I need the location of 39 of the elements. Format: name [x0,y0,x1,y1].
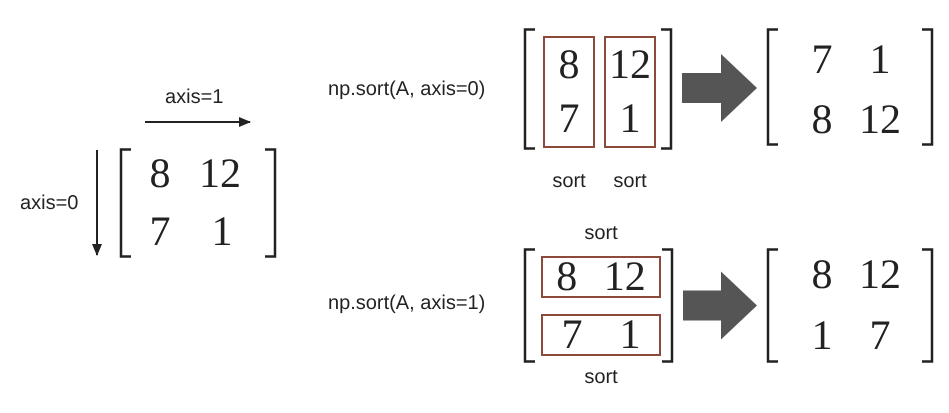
matrix [118,148,278,258]
matrix-entry: 12 [859,254,901,296]
matrix-entry: 8 [812,254,832,296]
sort-box [541,314,661,356]
matrix-entry: 1 [620,314,640,356]
matrix-entry: 12 [859,99,901,141]
matrix-entry: 1 [212,211,232,253]
matrix-entry: 7 [562,314,582,356]
matrix-entry: 1 [620,98,640,140]
matrix-entry: 8 [556,256,578,298]
matrix-entry: 12 [199,153,241,195]
matrix [765,248,935,363]
sort-box [541,256,661,298]
matrix-entry: 8 [558,44,580,86]
sort-label: sort [584,366,618,388]
arrow [682,54,757,122]
sort-label: sort [584,222,618,244]
function-call-text: np.sort(A, axis=0) [328,78,486,100]
sort-box [543,36,595,148]
axis-label: axis=1 [165,86,224,108]
matrix-entry: 12 [604,256,646,298]
sort-label: sort [552,170,586,192]
matrix [765,28,935,146]
matrix-entry: 7 [150,211,170,253]
matrix-entry: 12 [609,44,651,86]
matrix-entry: 8 [812,99,832,141]
arrow [683,272,757,340]
matrix-entry: 7 [558,98,580,140]
matrix [522,28,674,150]
axis-label: axis=0 [20,192,78,214]
matrix-entry: 1 [812,315,832,357]
sort-box [604,36,656,148]
matrix-entry: 1 [870,39,890,81]
matrix-entry: 7 [812,39,832,81]
matrix [522,248,675,363]
function-call-text: np.sort(A, axis=1) [328,292,486,314]
matrix-entry: 8 [150,153,170,195]
matrix-entry: 7 [870,315,890,357]
sort-label: sort [613,170,647,192]
